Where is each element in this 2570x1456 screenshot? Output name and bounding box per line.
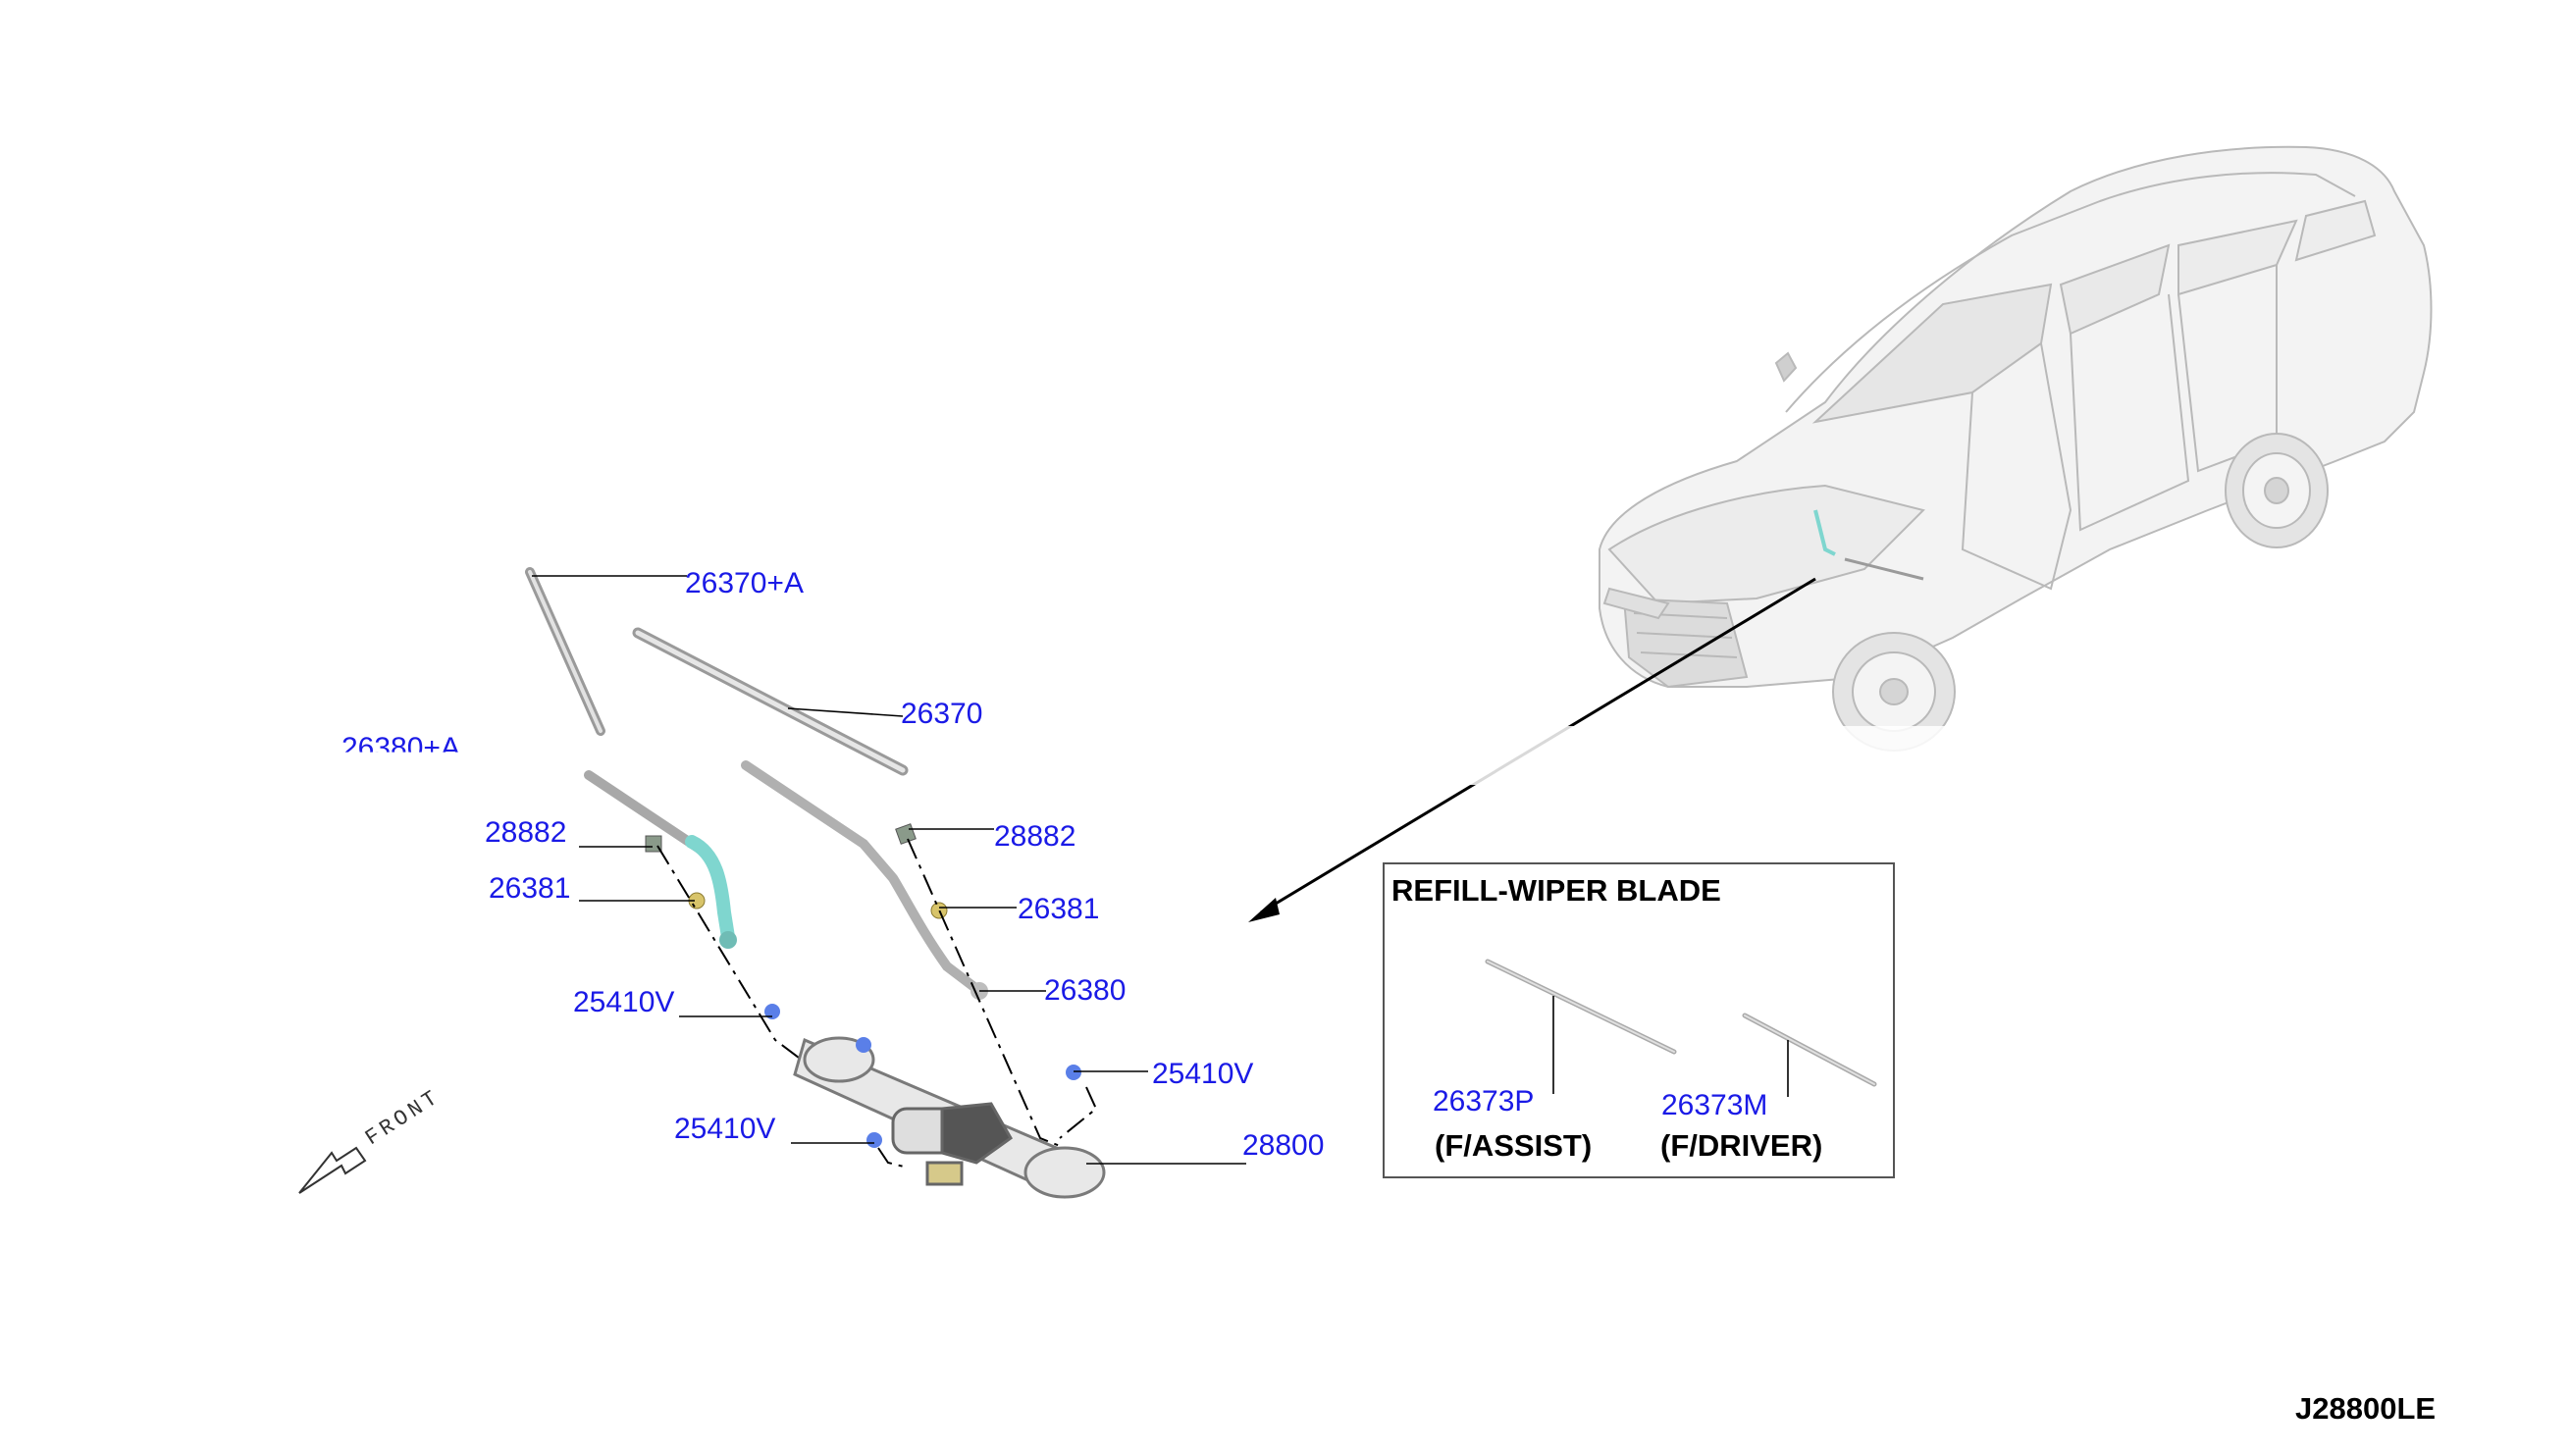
leader-lines xyxy=(532,575,1246,1165)
part-label-26380-a: 26380+A xyxy=(341,732,460,764)
fastener-3 xyxy=(866,1132,882,1148)
inset-note-assist: (F/ASSIST) xyxy=(1435,1128,1593,1163)
arm-cap-driver xyxy=(895,823,917,845)
wiper-arm-driver xyxy=(741,760,988,1000)
refill-inset-box xyxy=(1383,862,1895,1178)
diagram-code: J28800LE xyxy=(2295,1391,2437,1426)
part-label-26370: 26370 xyxy=(901,698,983,730)
part-label-28882-driver: 28882 xyxy=(994,820,1076,853)
wiper-motor xyxy=(891,1102,1013,1186)
wiper-arm-assist xyxy=(584,770,737,949)
inset-title: REFILL-WIPER BLADE xyxy=(1391,873,1721,908)
assembly-lines xyxy=(656,838,1098,1169)
part-label-25410v-2: 25410V xyxy=(1152,1058,1254,1090)
arm-cap-assist xyxy=(645,835,662,853)
part-label-26370-a: 26370+A xyxy=(685,567,804,599)
part-label-26381-assist: 26381 xyxy=(489,872,571,905)
watermark-band xyxy=(334,726,2021,785)
part-label-26381-driver: 26381 xyxy=(1018,893,1100,925)
vehicle-illustration xyxy=(1599,145,2433,752)
part-label-26380: 26380 xyxy=(1044,974,1127,1007)
part-label-25410v-3: 25410V xyxy=(674,1113,776,1145)
wiper-blade-driver xyxy=(632,627,909,776)
part-label-28800: 28800 xyxy=(1242,1129,1325,1162)
part-label-26373p: 26373P xyxy=(1433,1085,1535,1118)
front-direction-arrow xyxy=(298,1146,367,1194)
arm-nut-driver xyxy=(930,902,948,919)
fastener-2 xyxy=(1066,1065,1081,1080)
part-label-26373m: 26373M xyxy=(1661,1089,1768,1121)
inset-note-driver: (F/DRIVER) xyxy=(1660,1128,1823,1163)
wiper-blade-assist xyxy=(525,567,605,736)
part-label-25410v-1: 25410V xyxy=(573,986,675,1018)
part-label-28882-assist: 28882 xyxy=(485,816,567,849)
fastener-1 xyxy=(764,1004,780,1019)
